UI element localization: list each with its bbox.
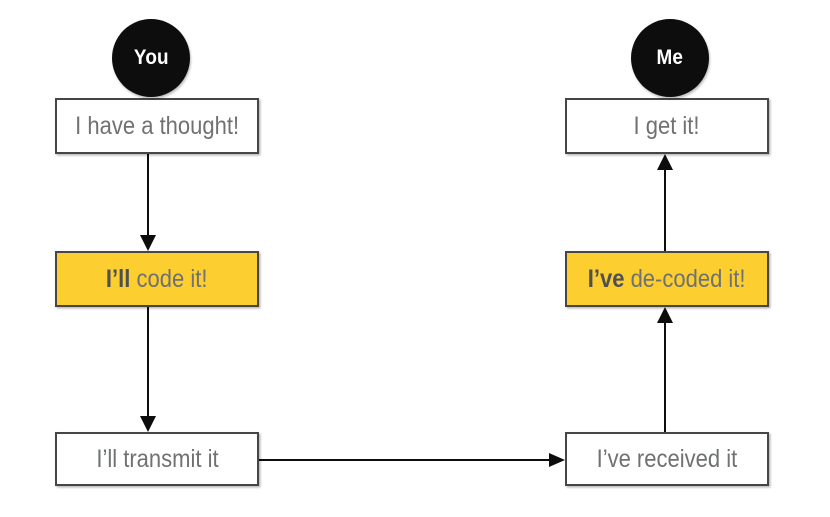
arrow-up-head-icon — [657, 307, 673, 323]
arrow-right-head-icon — [549, 453, 565, 467]
box-ive-decoded-it-label: I’ve de-coded it! — [588, 265, 746, 294]
box-ill-code-it-label: I’ll code it! — [106, 265, 208, 294]
box-i-have-a-thought: I have a thought! — [55, 98, 259, 154]
arrow-down-head-icon — [140, 235, 156, 251]
actor-me-circle: Me — [631, 19, 709, 97]
arrow-stem — [259, 459, 549, 461]
box-ive-decoded-it-label-bold: I’ve — [588, 264, 625, 293]
box-ill-code-it-label-rest: code it! — [130, 264, 208, 293]
box-ive-decoded-it-label-rest: de-coded it! — [624, 264, 746, 293]
arrow-stem — [147, 307, 149, 416]
arrow-thought-to-code — [140, 154, 156, 251]
arrow-decode-to-get — [657, 154, 673, 251]
box-ill-code-it: I’ll code it! — [55, 251, 259, 307]
actor-you-circle: You — [112, 19, 190, 97]
arrow-stem — [664, 170, 666, 251]
box-i-have-a-thought-label: I have a thought! — [75, 111, 239, 140]
box-i-get-it-label: I get it! — [633, 111, 701, 140]
arrow-stem — [664, 323, 666, 432]
box-i-get-it: I get it! — [565, 98, 769, 154]
arrow-down-head-icon — [140, 416, 156, 432]
box-ill-transmit-it: I’ll transmit it — [55, 432, 259, 486]
arrow-stem — [147, 154, 149, 235]
box-ill-transmit-it-label: I’ll transmit it — [95, 444, 219, 473]
arrow-code-to-transmit — [140, 307, 156, 432]
box-ive-received-it: I’ve received it — [565, 432, 769, 486]
box-ive-decoded-it: I’ve de-coded it! — [565, 251, 769, 307]
arrow-up-head-icon — [657, 154, 673, 170]
box-ive-received-it-label: I’ve received it — [596, 444, 738, 473]
arrow-receive-to-decode — [657, 307, 673, 432]
arrow-transmit-to-receive — [259, 452, 565, 468]
box-ill-code-it-label-bold: I’ll — [106, 264, 131, 293]
actor-you-label: You — [133, 46, 169, 69]
actor-me-label: Me — [656, 46, 684, 69]
